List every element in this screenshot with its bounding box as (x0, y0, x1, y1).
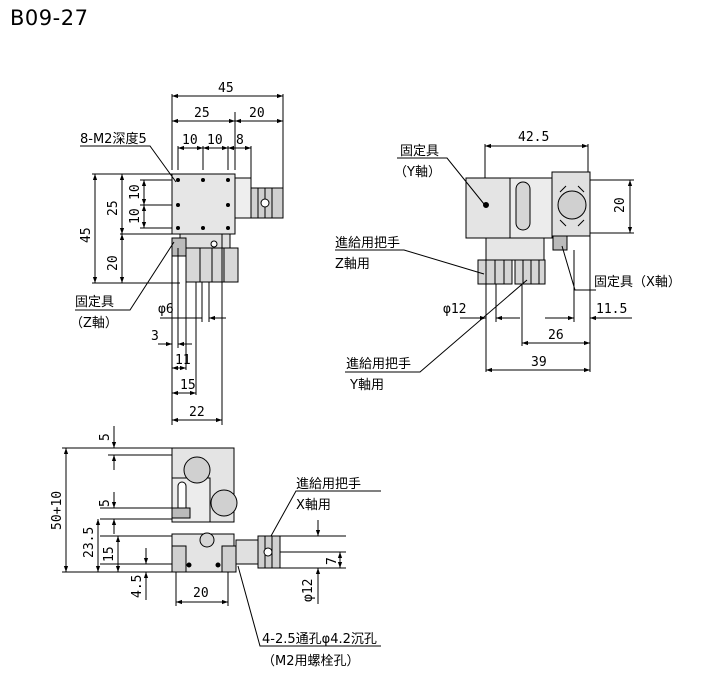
dim-4-5: 4.5 (130, 575, 145, 598)
dim-height-20-side: 20 (613, 197, 628, 213)
dim-span-20: 20 (249, 106, 265, 121)
dim-phi-12-side: φ12 (443, 302, 466, 317)
dim-height-45: 45 (79, 227, 94, 243)
dim-15: 15 (180, 378, 196, 393)
side-view (335, 143, 634, 373)
dim-span-8: 8 (236, 133, 244, 148)
dim-span-25: 25 (194, 106, 210, 121)
knob-z-label: 進給用把手 (335, 236, 400, 251)
knob-y-label: 進給用把手 (346, 357, 411, 372)
knob-x-label: 進給用把手 (296, 477, 361, 492)
dim-width-20: 20 (193, 586, 209, 601)
dim-vert-10a: 10 (128, 184, 143, 200)
fixer-x-label: 固定具（X軸） (594, 275, 681, 290)
dim-pitch-10a: 10 (182, 133, 198, 148)
dim-5-mid: 5 (98, 499, 113, 507)
knob-z-axis-label: Z軸用 (335, 257, 370, 272)
dim-height-20: 20 (106, 255, 121, 271)
dim-height-50-10: 50+10 (50, 491, 65, 530)
knob-x-axis-label: X軸用 (296, 498, 331, 513)
front-view (62, 426, 381, 647)
dim-phi-6: φ6 (158, 302, 174, 317)
fixer-z-axis-label: （Z軸） (70, 316, 118, 331)
dim-22: 22 (189, 405, 205, 420)
holes-note-label: （M2用螺栓孔） (262, 654, 360, 669)
dim-26: 26 (548, 328, 564, 343)
front-view-text: 5 50+10 5 23.5 15 4.5 20 φ12 7 進給用把手 X軸用… (50, 433, 377, 669)
dim-phi-12-front: φ12 (301, 579, 316, 602)
dim-11-5: 11.5 (596, 302, 627, 317)
dim-overall-width: 45 (218, 81, 234, 96)
dim-5-top: 5 (98, 433, 113, 441)
dim-23-5: 23.5 (82, 527, 97, 558)
dim-7: 7 (325, 557, 340, 565)
dim-11: 11 (175, 353, 191, 368)
fixer-z-label: 固定具 (75, 295, 114, 310)
dim-15-front: 15 (102, 546, 117, 562)
dim-39: 39 (531, 355, 547, 370)
dim-vert-10b: 10 (128, 208, 143, 224)
dim-3: 3 (151, 329, 159, 344)
side-view-text: 42.5 20 φ12 11.5 26 39 固定具 （Y軸） 進給用把手 Z軸… (335, 130, 681, 393)
top-view-text: 45 25 20 10 10 8 45 25 20 10 10 φ6 3 11 … (70, 81, 265, 420)
knob-y-axis-label: Y軸用 (349, 378, 384, 393)
drawing-title: B09-27 (10, 6, 89, 30)
holes-label: 4-2.5通孔φ4.2沉孔 (262, 632, 377, 647)
fixer-y-axis-label: （Y軸） (394, 165, 441, 180)
dim-height-25: 25 (106, 200, 121, 216)
dim-width-42-5: 42.5 (518, 130, 549, 145)
fixer-y-label: 固定具 (400, 144, 439, 159)
mount-holes-label: 8-M2深度5 (80, 131, 147, 147)
top-view (75, 93, 284, 425)
dim-pitch-10b: 10 (207, 133, 223, 148)
